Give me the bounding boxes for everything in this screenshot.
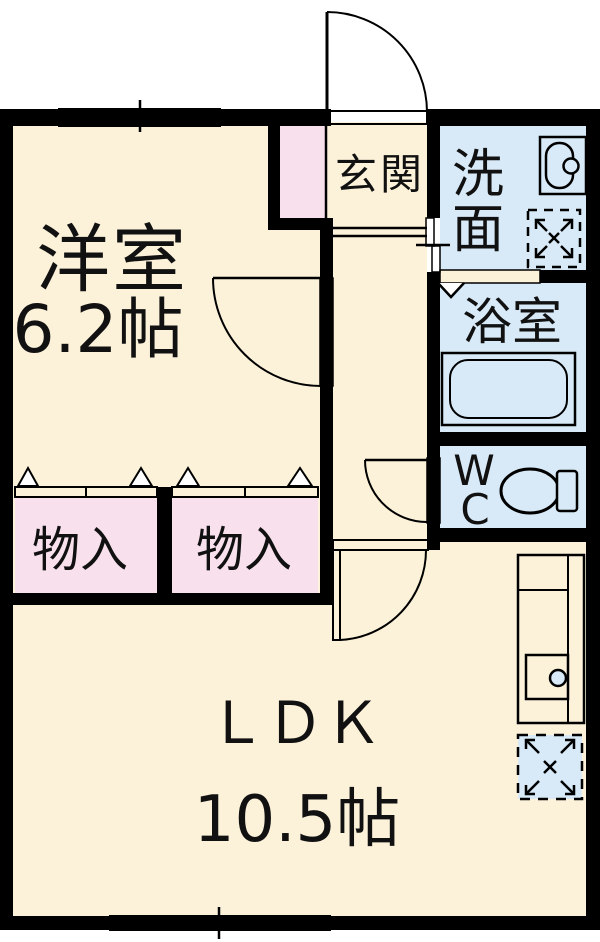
storage-right-floor <box>172 497 318 593</box>
door-hinge-mark <box>175 466 201 487</box>
room-labels: 洋室 6.2帖 玄関 洗 面 浴室 W C 物入 物入 ＬＤＫ 10.5帖 <box>13 145 562 857</box>
wall-hall-west <box>320 218 333 605</box>
toilet-door-icon <box>364 457 441 524</box>
wall-washroom-bathroom <box>540 270 586 283</box>
western-room-door-icon <box>212 276 334 387</box>
storage-right-label: 物入 <box>196 522 292 578</box>
wall-shoe-cabinet-bottom <box>268 218 333 230</box>
toilet-label-char2: C <box>460 485 489 534</box>
refrigerator-placement-icon <box>516 733 584 801</box>
door-hinge-mark <box>16 465 40 487</box>
ldk-size: 10.5帖 <box>194 783 401 857</box>
washroom-sliding-door-icon <box>416 217 450 273</box>
door-hinge-mark <box>286 466 314 487</box>
sink-icon <box>538 135 588 196</box>
entry-threshold <box>329 110 428 125</box>
washroom-label-char2: 面 <box>452 200 504 260</box>
wall-shoe-cabinet-left <box>268 112 280 230</box>
entry-door-icon <box>325 11 428 125</box>
sliding-window-top-icon <box>58 100 221 132</box>
western-room-label: 洋室 <box>36 217 188 303</box>
bathroom-label: 浴室 <box>462 293 562 351</box>
wall-toilet-ldk <box>427 528 586 542</box>
toilet-icon <box>499 467 579 515</box>
washroom-label-char1: 洗 <box>452 145 504 205</box>
sliding-window-bottom-icon <box>109 907 331 939</box>
bathroom-door-icon <box>437 269 541 299</box>
wall-left <box>0 109 13 930</box>
kitchen-counter-icon <box>516 553 586 725</box>
fold-door-mark <box>437 282 465 299</box>
wall-top-right <box>427 109 600 126</box>
entrance-shoe-cabinet <box>280 122 325 218</box>
bathroom-floor <box>440 283 586 432</box>
windows <box>58 100 331 939</box>
toilet-label-char1: W <box>453 446 495 495</box>
wall-hall-east <box>427 112 440 550</box>
ldk-label: ＬＤＫ <box>208 689 382 757</box>
storage-doors <box>14 465 319 498</box>
walls <box>0 109 600 930</box>
entrance-step <box>333 226 427 238</box>
wall-storage-middle <box>157 487 172 605</box>
entry-door-swing <box>326 11 428 113</box>
storage-left-label: 物入 <box>32 522 128 578</box>
ldk-door-icon <box>332 539 429 641</box>
wall-top-left <box>0 109 331 126</box>
washing-machine-placement-icon <box>526 208 582 269</box>
storage-left-floor <box>15 497 157 593</box>
wall-storage-bottom <box>13 593 333 605</box>
entrance-label: 玄関 <box>335 150 425 199</box>
wall-right <box>586 109 600 930</box>
wall-bottom <box>0 916 600 930</box>
floors <box>13 122 586 920</box>
door-hinge-mark <box>128 466 154 487</box>
western-room-size: 6.2帖 <box>13 291 184 368</box>
wall-bathroom-toilet <box>427 432 586 446</box>
bathtub-icon <box>440 351 577 427</box>
